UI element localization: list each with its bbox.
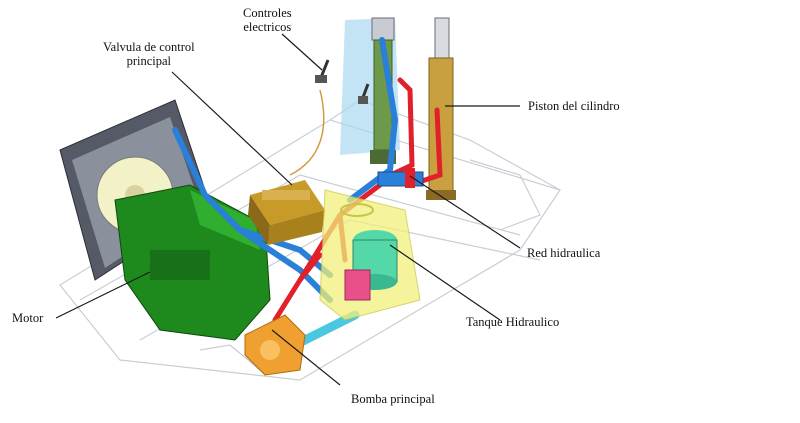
engine-block xyxy=(114,184,271,341)
leader-lines xyxy=(55,33,521,386)
leader-valvula xyxy=(171,71,293,186)
label-motor: Motor xyxy=(12,311,44,325)
electric-controls xyxy=(315,59,370,104)
label-red-hidraulica: Red hidraulica xyxy=(527,246,601,260)
leader-bomba xyxy=(271,329,341,386)
radiator xyxy=(59,99,211,281)
leader-motor xyxy=(55,271,151,319)
label-tanque-hidraulico: Tanque Hidraulico xyxy=(466,315,560,329)
label-controles-line1: Controles xyxy=(243,6,292,20)
label-bomba-principal: Bomba principal xyxy=(351,392,435,406)
control-valve-block xyxy=(248,180,325,245)
label-controles-line2: electricos xyxy=(243,20,292,34)
hydraulic-manifold xyxy=(377,168,424,188)
leader-tanque xyxy=(389,244,501,321)
label-controles-electricos: Controles electricos xyxy=(243,6,292,34)
label-valvula-line1: Valvula de control xyxy=(103,40,195,54)
leader-controles xyxy=(281,33,323,71)
control-wire xyxy=(289,89,325,176)
label-valvula-control: Valvula de control principal xyxy=(103,40,195,68)
main-pump xyxy=(244,314,306,376)
hydraulic-tank xyxy=(319,189,421,321)
label-valvula-line2: principal xyxy=(126,54,172,68)
leader-red xyxy=(409,175,521,249)
label-piston-cilindro: Piston del cilindro xyxy=(528,99,620,113)
